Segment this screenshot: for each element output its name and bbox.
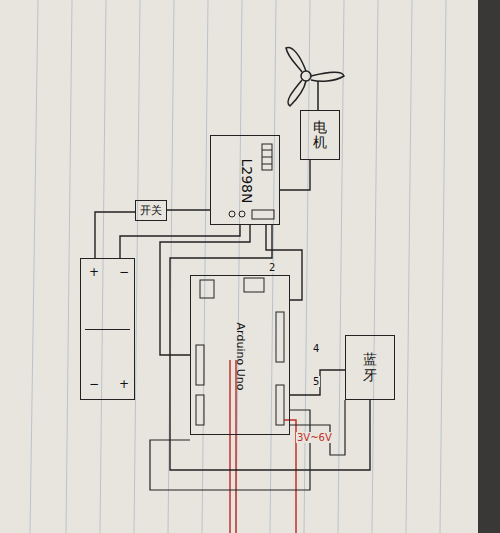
wire [167, 209, 210, 210]
cell-divider [85, 329, 130, 330]
wire [290, 370, 345, 395]
polarity-mark: + [89, 265, 99, 279]
part-label: 电机 [313, 120, 327, 151]
part-label: Arduino Uno [234, 322, 247, 390]
part-label: L298N [238, 159, 254, 204]
polarity-mark: − [119, 265, 129, 279]
part-label: 蓝牙 [363, 352, 377, 383]
arduino-board: Arduino Uno [190, 275, 290, 435]
notebook-binding [478, 0, 500, 533]
driver-board: L298N [210, 135, 280, 225]
pin-number: 4 [312, 343, 320, 354]
bluetooth-module: 蓝牙 [345, 335, 395, 400]
wire [170, 225, 370, 470]
switch-box: 开关 [135, 200, 167, 221]
polarity-mark: + [119, 377, 129, 391]
part-label: 开关 [140, 203, 162, 218]
pin-number: 5 [312, 376, 320, 387]
paper-rules [30, 0, 446, 533]
motor-box: 电机 [300, 110, 340, 160]
fan-propeller [286, 47, 344, 110]
battery-pack: + − − + [80, 258, 135, 400]
extra-wires [150, 400, 345, 490]
pin-number: 2 [268, 262, 276, 273]
wire [95, 212, 135, 258]
voltage-note: 3V~6V [296, 432, 333, 443]
wire [280, 160, 310, 190]
polarity-mark: − [89, 377, 99, 391]
